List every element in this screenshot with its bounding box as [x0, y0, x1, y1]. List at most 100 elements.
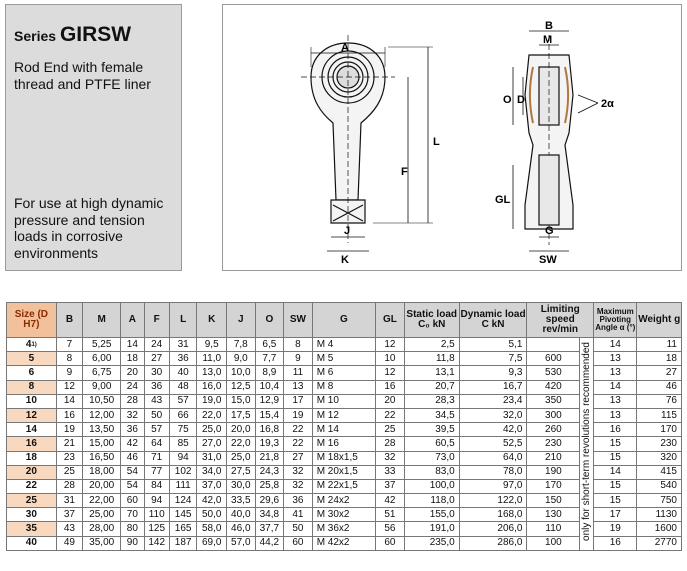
cell-o: 16,8: [254, 422, 285, 438]
cell-limiting-speed: [526, 336, 581, 353]
cell-g: M 12: [311, 407, 377, 424]
cell-dynamic-load: 5,1: [458, 336, 528, 353]
cell-gl: 20: [375, 393, 405, 409]
cell-g: M 8: [311, 379, 377, 395]
cell-m: 5,25: [82, 336, 122, 353]
cell-pivot-angle: 16: [593, 535, 638, 551]
cell-static-load: 34,5: [403, 407, 460, 424]
cell-static-load: 20,7: [403, 379, 460, 395]
cell-weight: 18: [636, 351, 682, 367]
cell-f: 84: [143, 478, 170, 495]
cell-g: M 4: [311, 336, 377, 353]
cell-a: 20: [120, 365, 145, 381]
cell-static-load: 2,5: [403, 336, 460, 353]
cell-g: M 10: [311, 393, 377, 409]
cell-static-load: 100,0: [403, 478, 460, 495]
cell-j: 57,0: [226, 535, 256, 551]
usage-description: For use at high dynamic pressure and ten…: [14, 195, 164, 261]
cell-f: 24: [143, 336, 170, 353]
cell-j: 10,0: [226, 365, 256, 381]
cell-sw: 32: [283, 464, 313, 480]
size-value: 12: [25, 409, 37, 421]
cell-dynamic-load: 23,4: [458, 393, 528, 409]
cell-l: 145: [168, 507, 198, 523]
cell-o: 44,2: [254, 535, 285, 551]
cell-static-load: 155,0: [403, 507, 460, 523]
side-view: [512, 30, 599, 252]
cell-gl: 12: [375, 336, 405, 353]
cell-k: 58,0: [196, 521, 227, 537]
cell-k: 11,0: [196, 351, 227, 367]
size-value: 18: [25, 452, 37, 464]
cell-static-load: 118,0: [403, 493, 460, 509]
cell-dynamic-load: 7,5: [458, 351, 528, 367]
cell-j: 33,5: [226, 493, 256, 509]
cell-pivot-angle: 14: [593, 464, 638, 480]
cell-limiting-speed: 600: [526, 351, 581, 367]
cell-limiting-speed: 190: [526, 464, 581, 480]
cell-a: 18: [120, 351, 145, 367]
series-title: Series GIRSW: [14, 23, 131, 47]
header-j: J: [226, 302, 256, 338]
cell-size: 30: [6, 507, 57, 523]
cell-g: M 5: [311, 351, 377, 367]
cell-k: 19,0: [196, 393, 227, 409]
header-b: B: [55, 302, 84, 338]
cell-o: 37,7: [254, 521, 285, 537]
cell-m: 16,50: [82, 450, 122, 466]
cell-l: 57: [168, 393, 198, 409]
cell-a: 36: [120, 422, 145, 438]
size-value: 22: [25, 480, 37, 492]
size-value: 6: [28, 366, 35, 378]
cell-limiting-speed: 530: [526, 365, 581, 381]
size-value: 5: [28, 352, 35, 364]
cell-f: 77: [143, 464, 170, 480]
cell-size: 12: [6, 407, 57, 424]
cell-o: 34,8: [254, 507, 285, 523]
cell-gl: 28: [375, 436, 405, 452]
cell-pivot-angle: 15: [593, 493, 638, 509]
cell-o: 7,7: [254, 351, 285, 367]
cell-o: 19,3: [254, 436, 285, 452]
side-note-cell: only for short-term revolutions recommen…: [579, 337, 595, 551]
cell-o: 24,3: [254, 464, 285, 480]
cell-k: 50,0: [196, 507, 227, 523]
cell-a: 90: [120, 535, 145, 551]
cell-size: 8: [6, 379, 57, 395]
cell-m: 18,00: [82, 464, 122, 480]
table-header-row: Size (D H7) B M A F L K J O SW G GL Stat…: [6, 302, 682, 338]
header-m: M: [82, 302, 122, 338]
cell-size: 25: [6, 493, 57, 509]
cell-a: 46: [120, 450, 145, 466]
cell-sw: 22: [283, 436, 313, 452]
cell-f: 43: [143, 393, 170, 409]
cell-m: 6,75: [82, 365, 122, 381]
label-sw: SW: [539, 254, 557, 266]
label-g: G: [545, 225, 554, 237]
cell-static-load: 39,5: [403, 422, 460, 438]
cell-m: 15,00: [82, 436, 122, 452]
series-label: Series: [14, 28, 57, 44]
description-panel: Series GIRSW Rod End with female thread …: [5, 4, 182, 271]
cell-weight: 540: [636, 478, 682, 495]
cell-l: 102: [168, 464, 198, 480]
cell-limiting-speed: 150: [526, 493, 581, 509]
cell-j: 20,0: [226, 422, 256, 438]
cell-m: 6,00: [82, 351, 122, 367]
cell-b: 37: [55, 507, 84, 523]
cell-b: 23: [55, 450, 84, 466]
cell-sw: 60: [283, 535, 313, 551]
cell-sw: 41: [283, 507, 313, 523]
cell-b: 8: [55, 351, 84, 367]
cell-a: 54: [120, 464, 145, 480]
size-footnote: 1): [31, 341, 37, 348]
cell-k: 42,0: [196, 493, 227, 509]
label-k: K: [341, 254, 349, 266]
header-static-load: Static load C₀ kN: [403, 302, 460, 338]
cell-dynamic-load: 97,0: [458, 478, 528, 495]
